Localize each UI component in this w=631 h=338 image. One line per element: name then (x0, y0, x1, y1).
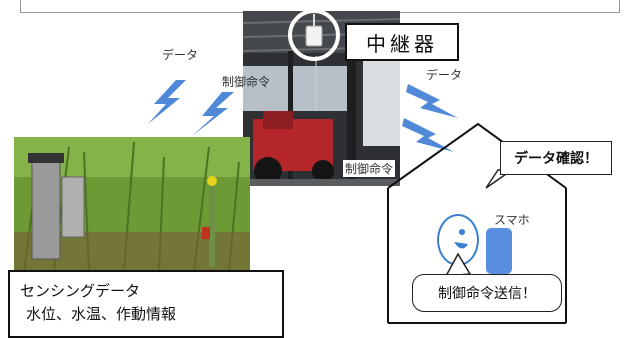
face-smile-icon (454, 229, 468, 249)
control-command-label-mid: 制御命令 (343, 160, 396, 177)
data-check-bubble: データ確認！ (500, 141, 612, 175)
control-command-label-top: 制御命令 (222, 75, 271, 89)
sensing-data-items: 水位、水温、作動情報 (26, 305, 177, 323)
smartphone-icon (486, 228, 512, 274)
control-send-bubble: 制御命令送信！ (412, 274, 562, 312)
rice-paddy-photo (14, 137, 250, 272)
relay-device-icon (288, 9, 340, 61)
sensing-data-box: センシングデータ 水位、水温、作動情報 (8, 270, 284, 338)
data-label-left: データ (162, 48, 199, 62)
lightning-icon-left-data (148, 80, 234, 136)
relay-barn-photo (243, 11, 400, 186)
sensing-data-title: センシングデータ (20, 282, 141, 300)
data-label-right: データ (426, 68, 463, 82)
relay-label: 中継器 (345, 23, 459, 61)
smartphone-label: スマホ (494, 213, 530, 227)
lightning-icon-right-data (402, 84, 458, 152)
